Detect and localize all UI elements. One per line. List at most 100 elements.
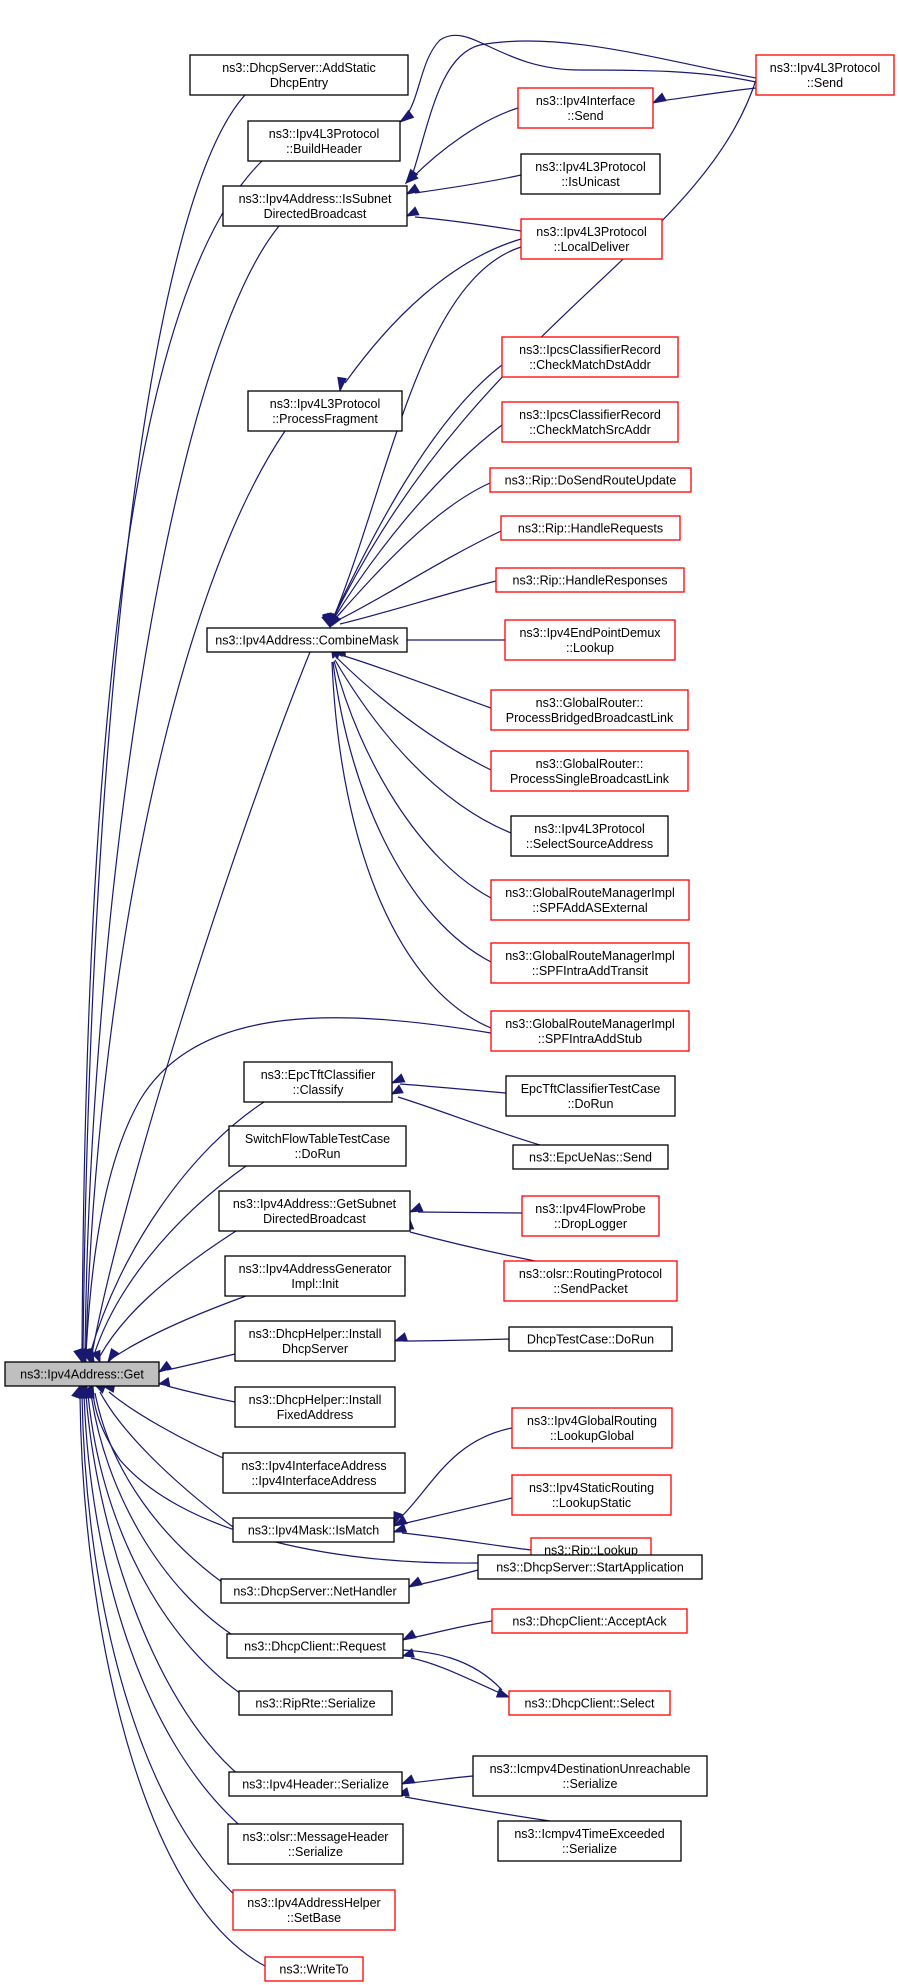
function-node-acceptAck[interactable]: ns3::DhcpClient::AcceptAck [491,1608,688,1634]
node-box[interactable] [491,1608,688,1634]
function-node-lookupStatic[interactable]: ns3::Ipv4StaticRouting::LookupStatic [511,1474,672,1516]
node-box[interactable] [508,1690,671,1716]
function-node-netHandler[interactable]: ns3::DhcpServer::NetHandler [220,1578,410,1604]
node-box[interactable] [521,1195,660,1237]
node-box[interactable] [477,1554,703,1580]
node-box[interactable] [501,401,679,443]
node-box[interactable] [234,1320,396,1362]
function-node-getSubnet[interactable]: ns3::Ipv4Address::GetSubnetDirectedBroad… [218,1190,411,1232]
function-node-ripSendRoute[interactable]: ns3::Rip::DoSendRouteUpdate [489,467,692,493]
function-node-isUnicast[interactable]: ns3::Ipv4L3Protocol::IsUnicast [520,153,661,195]
node-box[interactable] [490,689,689,731]
node-box[interactable] [512,1144,669,1170]
node-box[interactable] [497,1820,682,1862]
node-box[interactable] [243,1061,393,1103]
function-node-ifaceSend[interactable]: ns3::Ipv4Interface::Send [517,87,654,129]
function-node-icmpDestSer[interactable]: ns3::Icmpv4DestinationUnreachable::Seria… [472,1755,708,1797]
function-node-ripHandleResp[interactable]: ns3::Rip::HandleResponses [495,567,685,593]
function-node-epcUeSend[interactable]: ns3::EpcUeNas::Send [512,1144,669,1170]
function-node-l3Send[interactable]: ns3::Ipv4L3Protocol::Send [755,54,895,96]
node-box[interactable] [490,879,690,921]
function-node-spfStub[interactable]: ns3::GlobalRouteManagerImpl::SPFIntraAdd… [490,1010,690,1052]
node-box[interactable] [206,627,408,653]
node-box[interactable] [4,1361,160,1387]
node-box[interactable] [234,1386,396,1428]
node-box[interactable] [520,218,663,260]
function-node-writeTo[interactable]: ns3::WriteTo [264,1956,364,1982]
node-box[interactable] [222,1452,406,1494]
node-box[interactable] [755,54,895,96]
node-box[interactable] [504,619,676,661]
node-box[interactable] [490,750,689,792]
edge-arrowhead [392,1523,408,1533]
function-node-ipv4HeaderSer[interactable]: ns3::Ipv4Header::Serialize [228,1771,403,1797]
node-box[interactable] [505,1075,676,1117]
function-node-setBase[interactable]: ns3::Ipv4AddressHelper::SetBase [232,1889,396,1931]
function-node-icmpTimeSer[interactable]: ns3::Icmpv4TimeExceeded::Serialize [497,1820,682,1862]
node-box[interactable] [228,1771,403,1797]
function-node-lookupGlobal[interactable]: ns3::Ipv4GlobalRouting::LookupGlobal [511,1407,673,1449]
node-box[interactable] [472,1755,708,1797]
function-node-spfASExt[interactable]: ns3::GlobalRouteManagerImpl::SPFAddASExt… [490,879,690,921]
function-node-ripHandleReq[interactable]: ns3::Rip::HandleRequests [500,515,681,541]
function-node-switchFlow[interactable]: SwitchFlowTableTestCase::DoRun [228,1125,407,1167]
node-box[interactable] [520,153,661,195]
function-node-ifaceAddr[interactable]: ns3::Ipv4InterfaceAddress::Ipv4Interface… [222,1452,406,1494]
node-box[interactable] [517,87,654,129]
node-box[interactable] [511,1407,673,1449]
function-node-endPointLookup[interactable]: ns3::Ipv4EndPointDemux::Lookup [504,619,676,661]
node-box[interactable] [232,1889,396,1931]
node-box[interactable] [500,515,681,541]
function-node-epcClassify[interactable]: ns3::EpcTftClassifier::Classify [243,1061,393,1103]
function-node-grSingle[interactable]: ns3::GlobalRouter::ProcessSingleBroadcas… [490,750,689,792]
function-node-dhcpTestRun[interactable]: DhcpTestCase::DoRun [508,1326,673,1352]
function-node-ripRteSer[interactable]: ns3::RipRte::Serialize [238,1690,393,1716]
node-box[interactable] [490,942,690,984]
node-box[interactable] [218,1190,411,1232]
function-node-maskIsMatch[interactable]: ns3::Ipv4Mask::IsMatch [232,1517,395,1543]
node-box[interactable] [226,1633,404,1659]
node-box[interactable] [227,1823,404,1865]
node-box[interactable] [489,467,692,493]
function-node-olsrSendPkt[interactable]: ns3::olsr::RoutingProtocol::SendPacket [503,1260,678,1302]
function-node-localDeliver[interactable]: ns3::Ipv4L3Protocol::LocalDeliver [520,218,663,260]
node-box[interactable] [247,120,401,162]
node-box[interactable] [228,1125,407,1167]
function-node-isSubnet[interactable]: ns3::Ipv4Address::IsSubnetDirectedBroadc… [222,185,408,227]
node-box[interactable] [224,1255,406,1297]
function-node-clientRequest[interactable]: ns3::DhcpClient::Request [226,1633,404,1659]
node-box[interactable] [220,1578,410,1604]
function-node-ipcsDst[interactable]: ns3::IpcsClassifierRecord::CheckMatchDst… [501,336,679,378]
node-box[interactable] [490,1010,690,1052]
node-box[interactable] [495,567,685,593]
function-node-grBridged[interactable]: ns3::GlobalRouter::ProcessBridgedBroadca… [490,689,689,731]
function-node-get[interactable]: ns3::Ipv4Address::Get [4,1361,160,1387]
function-node-startApp[interactable]: ns3::DhcpServer::StartApplication [477,1554,703,1580]
function-node-buildHeader[interactable]: ns3::Ipv4L3Protocol::BuildHeader [247,120,401,162]
node-label: ns3::GlobalRouteManagerImpl [505,886,675,900]
function-node-processFragment[interactable]: ns3::Ipv4L3Protocol::ProcessFragment [247,390,403,432]
function-node-olsrMsgSer[interactable]: ns3::olsr::MessageHeader::Serialize [227,1823,404,1865]
node-box[interactable] [501,336,679,378]
node-box[interactable] [232,1517,395,1543]
node-box[interactable] [222,185,408,227]
function-node-epcTestRun[interactable]: EpcTftClassifierTestCase::DoRun [505,1075,676,1117]
node-box[interactable] [264,1956,364,1982]
node-box[interactable] [508,1326,673,1352]
node-box[interactable] [511,1474,672,1516]
function-node-flowDrop[interactable]: ns3::Ipv4FlowProbe::DropLogger [521,1195,660,1237]
function-node-spfTransit[interactable]: ns3::GlobalRouteManagerImpl::SPFIntraAdd… [490,942,690,984]
function-node-clientSelect[interactable]: ns3::DhcpClient::Select [508,1690,671,1716]
node-box[interactable] [503,1260,678,1302]
function-node-selectSrc[interactable]: ns3::Ipv4L3Protocol::SelectSourceAddress [510,815,669,857]
function-node-combineMask[interactable]: ns3::Ipv4Address::CombineMask [206,627,408,653]
node-box[interactable] [247,390,403,432]
node-box[interactable] [238,1690,393,1716]
node-box[interactable] [189,54,409,96]
function-node-ipcsSrc[interactable]: ns3::IpcsClassifierRecord::CheckMatchSrc… [501,401,679,443]
node-box[interactable] [510,815,669,857]
